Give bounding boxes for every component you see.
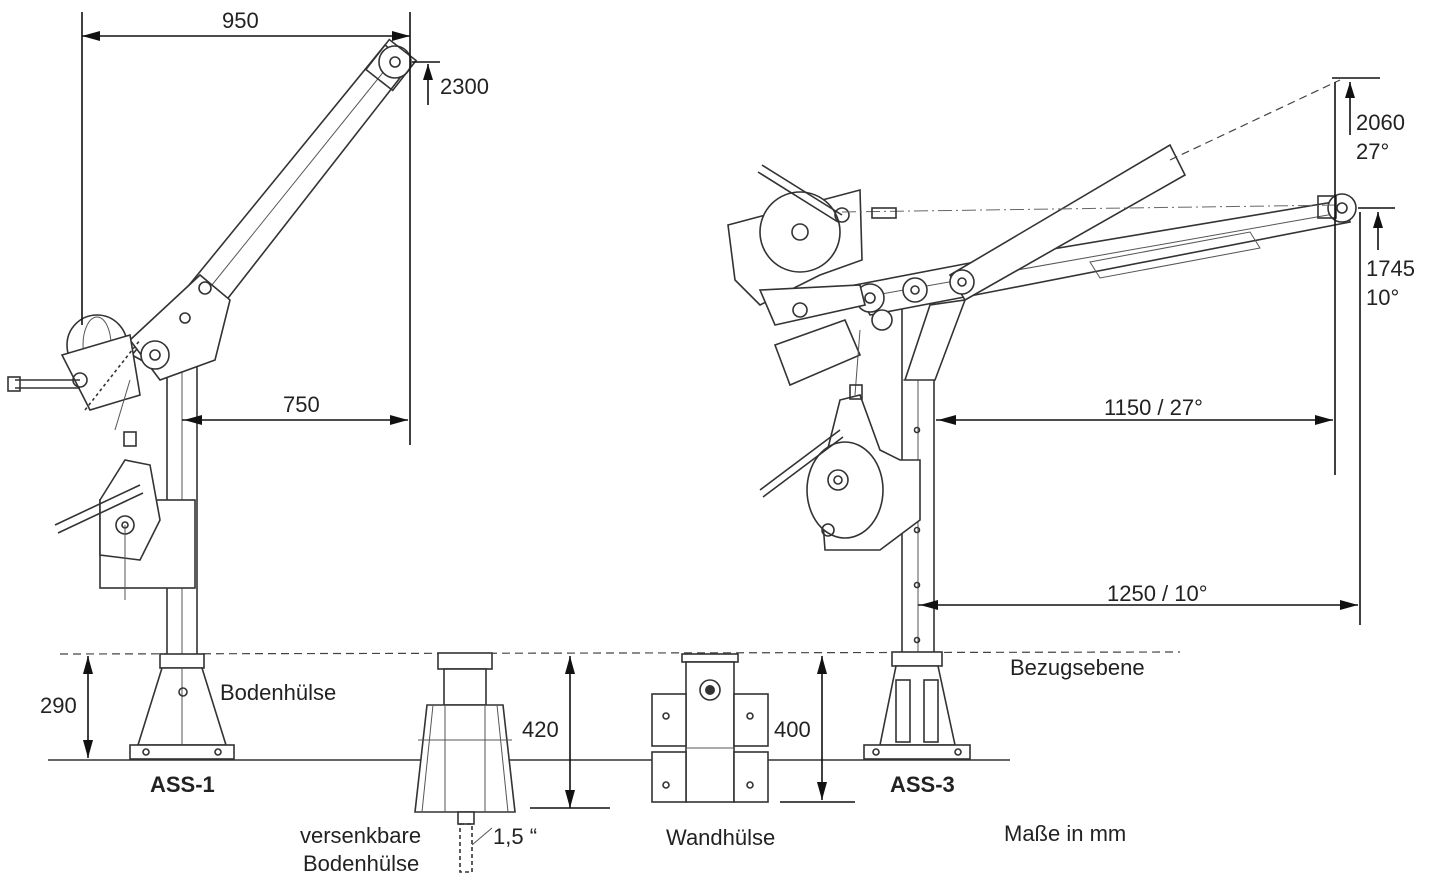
dim-400: 400 [774,717,811,742]
dim-750: 750 [283,392,320,417]
ass1-dimensions [81,12,440,758]
dim-2300: 2300 [440,74,489,99]
label-bezugsebene: Bezugsebene [1010,655,1145,680]
reference-plane-line [59,651,1181,655]
dim-1250: 1250 / 10° [1107,581,1208,606]
dim-950: 950 [222,8,259,33]
label-masse-in-mm: Maße in mm [1004,821,1127,846]
ass3-dimensions [918,77,1395,625]
dim-1150: 1150 / 27° [1104,395,1203,420]
label-bodenhuelse: Bodenhülse [220,680,337,705]
label-bodenhuelse-sunken: Bodenhülse [303,851,420,876]
dim-2060: 2060 [1356,110,1405,135]
ass3-crane [727,79,1357,760]
dim-290: 290 [40,693,77,718]
wall-sleeve-drawing [651,653,769,803]
ass1-crane [7,38,418,760]
dim-420: 420 [522,717,559,742]
label-ass1: ASS-1 [150,772,215,797]
label-versenkbare: versenkbare [300,823,422,848]
wall-sleeve-dimensions [780,656,855,803]
angle-27: 27° [1356,139,1390,164]
dim-1745: 1745 [1366,256,1415,281]
dim-1-5-inch: 1,5 “ [493,824,538,849]
sunken-sleeve-dimensions [530,656,610,809]
sunken-sleeve-drawing [414,652,516,873]
angle-10: 10° [1366,285,1400,310]
label-wandhuelse: Wandhülse [666,825,776,850]
label-ass3: ASS-3 [890,772,955,797]
